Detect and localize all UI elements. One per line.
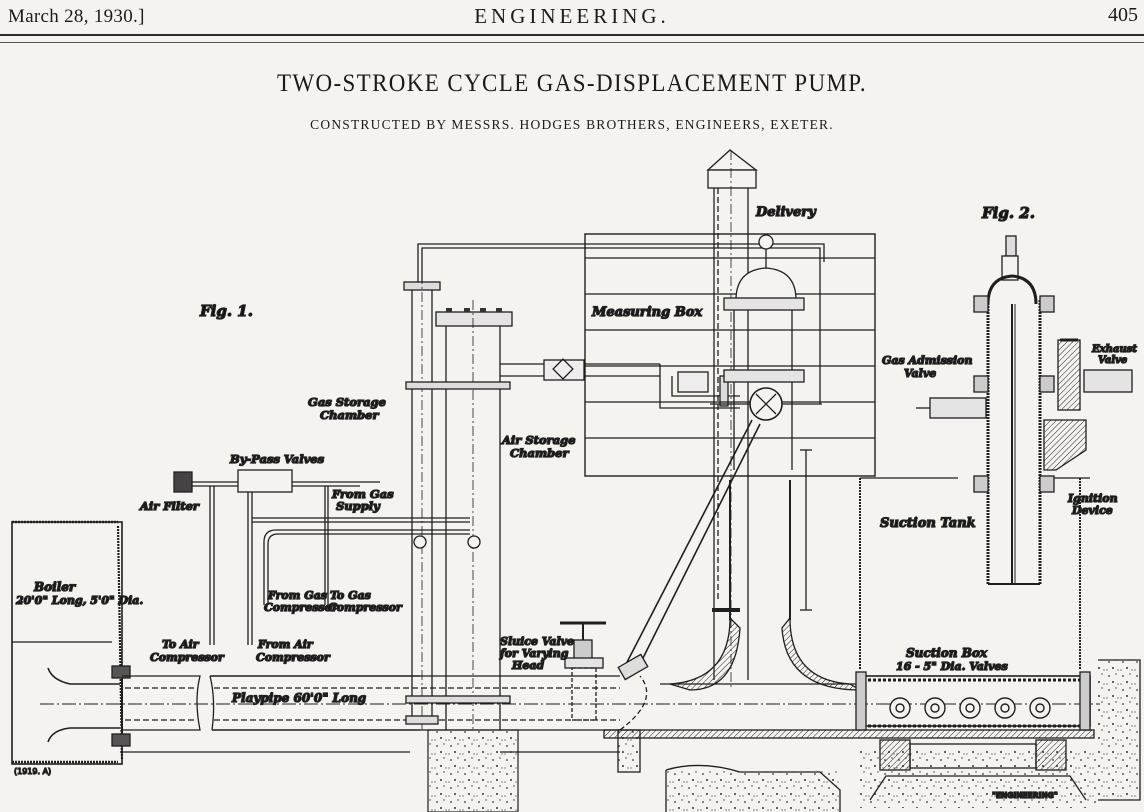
page-number: 405 [1108,4,1138,26]
label-delivery: Delivery [755,205,817,220]
label-air-storage: Air Storage [501,433,576,447]
fig2-vessel [916,235,1133,585]
label-suction-tank: Suction Tank [880,516,976,531]
label-boiler-size: 20'0" Long, 5'0" Dia. [15,594,143,607]
label-to-gas-compressor: To Gas [330,589,371,602]
bell-mouth [603,480,1095,739]
measuring-box [584,233,876,477]
page-header: March 28, 1930.] ENGINEERING. 405 [0,0,1144,44]
label-sluice-valve: Sluice Valve [500,635,574,648]
label-ignition-2: Device [1071,504,1113,517]
label-exhaust-valve-2: Valve [1098,355,1127,366]
label-from-gas-compressor: From Gas [267,589,327,602]
label-to-gas-compressor-2: Compressor [328,601,403,614]
article-subtitle: CONSTRUCTED BY MESSRS. HODGES BROTHERS, … [310,117,834,132]
label-from-gas-supply: From Gas [331,487,394,501]
label-exhaust-valve: Exhaust [1091,344,1137,355]
article-title: TWO-STROKE CYCLE GAS-DISPLACEMENT PUMP. [276,70,868,97]
label-from-air-compressor: From Air [257,638,314,651]
label-gas-storage-2: Chamber [320,408,379,422]
header-rule [0,34,1144,36]
label-to-air-compressor: To Air [162,638,200,651]
suction-box [855,671,1091,771]
label-suction-box-valves: 16 - 5" Dia. Valves [896,660,1008,673]
sluice-valve [560,621,606,721]
label-suction-box: Suction Box [906,646,988,660]
label-gas-admission-2: Valve [904,367,936,380]
issue-date: March 28, 1930.] [8,6,145,27]
label-sluice-valve-3: Head [511,659,545,672]
label-from-gas-supply-2: Supply [336,499,381,513]
journal-title: ENGINEERING. [474,4,670,28]
bypass-piping [173,469,481,645]
label-sluice-valve-2: for Varying [499,647,569,660]
label-from-gas-compressor-2: Compressor [264,601,339,614]
label-bypass-valves: By-Pass Valves [229,452,325,466]
delivery-column [706,149,822,690]
label-measuring-box: Measuring Box [591,305,702,320]
label-to-air-compressor-2: Compressor [150,651,225,664]
engineering-credit: "ENGINEERING" [992,791,1058,800]
air-pipe [500,358,740,409]
suction-valves [889,697,1051,719]
fig1-label: Fig. 1. [199,302,253,320]
label-playpipe: Playpipe 60'0" Long [231,691,366,705]
label-ignition: Ignition [1067,492,1118,505]
gas-storage-chamber [403,243,825,730]
label-air-filter: Air Filter [139,499,200,513]
drawing-reference: (1919. A) [14,767,51,776]
label-gas-storage: Gas Storage [308,395,386,409]
suction-tank [800,449,1090,670]
fig2-label: Fig. 2. [981,204,1035,222]
label-boiler: Boiler [33,580,77,594]
playpipe [40,675,1100,753]
header-rule-thin [0,42,1144,43]
label-gas-admission: Gas Admission [882,354,973,367]
air-storage-chamber [405,300,513,730]
linkage-rods [617,419,761,681]
label-air-storage-2: Chamber [510,446,569,460]
label-from-air-compressor-2: Compressor [256,651,331,664]
boiler [11,520,131,765]
